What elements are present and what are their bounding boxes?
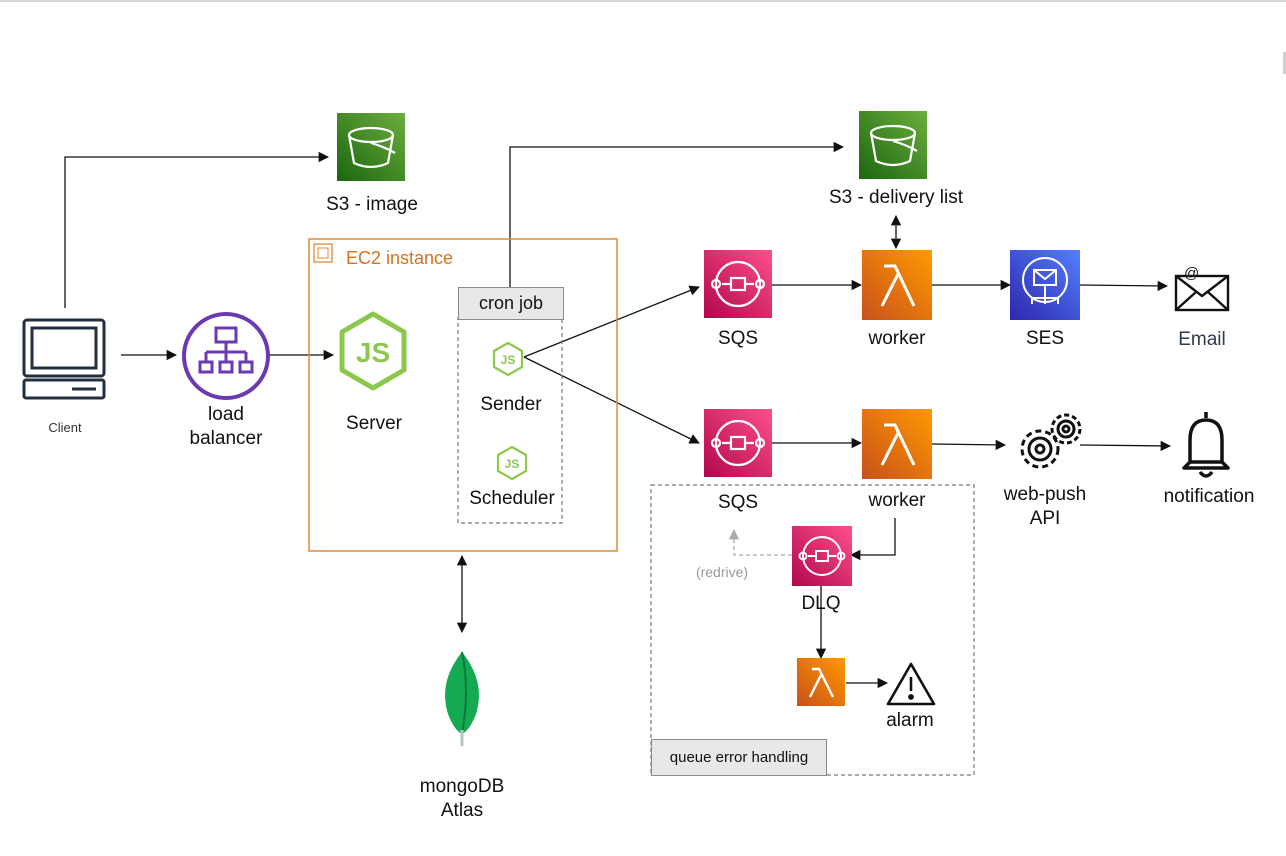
edge-worker-dlq: [849, 518, 896, 561]
bell-icon: [1182, 412, 1230, 478]
sqs-queue-icon: [792, 526, 852, 586]
queue-error-dashed-box: [650, 484, 975, 776]
edge-worker-webpush: [931, 439, 1007, 451]
ec2-chip-icon: [313, 243, 333, 263]
load-balancer-icon: [182, 312, 270, 400]
mongodb-label-line1: mongoDB: [419, 776, 505, 797]
ses-label: SES: [1025, 328, 1065, 349]
svg-text:@: @: [1184, 265, 1199, 282]
load-balancer-label-line1: load: [208, 404, 244, 425]
nodejs-icon: JS: [492, 341, 524, 377]
nodejs-icon: JS: [496, 445, 528, 481]
lambda-icon: [862, 250, 932, 320]
notification-label: notification: [1163, 486, 1255, 507]
email-label: Email: [1178, 329, 1226, 350]
load-balancer-label-line2: balancer: [189, 428, 263, 449]
worker-bottom-label: worker: [868, 490, 926, 511]
desktop-computer-icon: [22, 318, 106, 400]
cron-job-tag: cron job: [458, 287, 564, 320]
scheduler-label: Scheduler: [469, 488, 555, 509]
right-edge-mark: [1283, 52, 1286, 74]
edge-cron-s3delivery: [509, 141, 845, 287]
alarm-label: alarm: [886, 710, 934, 731]
nodejs-icon: JS: [339, 311, 407, 391]
connectors: [64, 141, 1172, 689]
edge-dlq-redrive: [728, 528, 792, 556]
edge-sender-sqs-bottom: [523, 356, 700, 444]
warning-triangle-icon: [886, 662, 936, 706]
redrive-label: (redrive): [695, 564, 749, 580]
edge-ses-email: [1079, 280, 1169, 292]
ses-email-service-icon: [1010, 250, 1080, 320]
server-label: Server: [346, 413, 402, 434]
s3-image-label: S3 - image: [326, 194, 418, 215]
lambda-icon: [797, 658, 845, 706]
gears-icon: [1020, 413, 1082, 469]
sqs-top-label: SQS: [717, 328, 759, 349]
sender-label: Sender: [480, 394, 542, 415]
worker-top-label: worker: [868, 328, 926, 349]
ec2-instance-label: EC2 instance: [346, 248, 454, 268]
mongodb-label-line2: Atlas: [440, 800, 484, 821]
edge-client-s3image: [64, 151, 330, 308]
client-label: Client: [48, 420, 82, 435]
svg-text:JS: JS: [501, 353, 516, 367]
sqs-queue-icon: [704, 250, 772, 318]
edge-sender-sqs-top: [523, 285, 700, 358]
dlq-label: DLQ: [801, 593, 841, 614]
queue-error-handling-tag: queue error handling: [651, 739, 827, 776]
s3-bucket-icon: [337, 113, 405, 181]
mongodb-leaf-icon: [445, 651, 479, 746]
email-envelope-icon: @: [1174, 265, 1230, 312]
svg-text:JS: JS: [356, 337, 390, 368]
web-push-label-line2: API: [1029, 508, 1061, 529]
s3-bucket-icon: [859, 111, 927, 179]
lambda-icon: [862, 409, 932, 479]
sqs-queue-icon: [704, 409, 772, 477]
top-edge-line: [0, 0, 1286, 2]
sqs-bottom-label: SQS: [717, 492, 759, 513]
web-push-label-line1: web-push: [1003, 484, 1087, 505]
s3-delivery-list-label: S3 - delivery list: [828, 187, 964, 208]
edge-webpush-notification: [1079, 440, 1172, 452]
ec2-instance-box: [308, 238, 618, 552]
svg-text:JS: JS: [505, 457, 520, 471]
